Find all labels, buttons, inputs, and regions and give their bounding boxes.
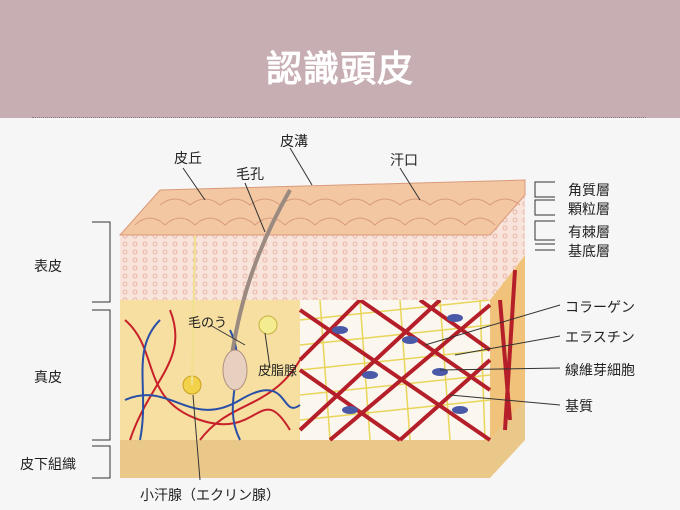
label-hill: 皮丘 — [174, 151, 202, 167]
label-stratum-spinosum: 有棘層 — [568, 225, 610, 241]
label-sebaceous: 皮脂腺 — [258, 364, 298, 379]
skin-surface — [118, 179, 526, 236]
label-groove: 皮溝 — [280, 134, 308, 150]
label-stratum-granulosum: 顆粒層 — [568, 202, 610, 218]
hair-follicle — [222, 349, 248, 391]
label-dermis: 真皮 — [34, 370, 62, 386]
sebaceous-gland — [258, 315, 278, 335]
label-sweat-pore: 汗口 — [390, 153, 418, 169]
label-stratum-basale: 基底層 — [568, 244, 610, 260]
subcutis-layer — [120, 400, 525, 478]
label-stratum-corneum: 角質層 — [568, 183, 610, 199]
divider — [32, 117, 646, 118]
label-matrix: 基質 — [565, 399, 593, 415]
label-collagen: コラーゲン — [565, 300, 635, 316]
label-fibroblast: 線維芽細胞 — [565, 363, 635, 379]
label-subcutis: 皮下組織 — [20, 457, 76, 473]
header-banner: 認識頭皮 — [0, 0, 680, 118]
epidermis-layer — [120, 195, 525, 300]
label-epidermis: 表皮 — [34, 259, 62, 275]
page-title: 認識頭皮 — [265, 49, 414, 90]
label-pore: 毛孔 — [236, 167, 264, 183]
label-eccrine: 小汗腺（エクリン腺） — [140, 488, 280, 504]
label-follicle: 毛のう — [188, 316, 228, 331]
label-elastin: エラスチン — [565, 330, 635, 346]
